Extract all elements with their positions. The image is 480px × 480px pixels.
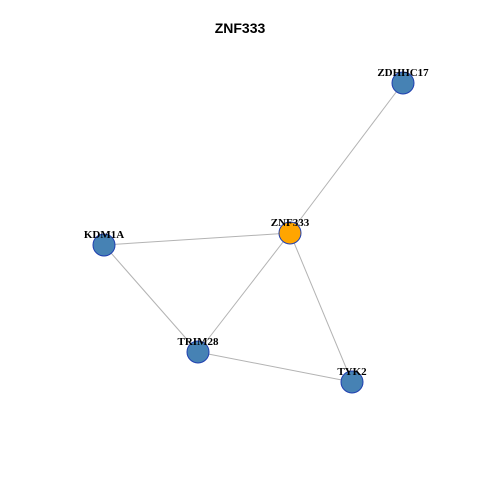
nodes-layer [92, 71, 415, 394]
node-tyk2 [340, 370, 364, 394]
edges-layer [103, 82, 404, 383]
node-znf333 [278, 221, 302, 245]
node-kdm1a [92, 233, 116, 257]
edge-znf333-kdm1a [103, 232, 291, 246]
node-label-trim28: TRIM28 [178, 336, 219, 348]
node-label-kdm1a: KDM1A [84, 229, 124, 241]
edge-trim28-tyk2 [197, 351, 353, 383]
diagram-title: ZNF333 [214, 20, 266, 36]
node-label-tyk2: TYK2 [337, 366, 367, 378]
node-label-zdhhc17: ZDHHC17 [377, 67, 429, 79]
edge-kdm1a-trim28 [103, 244, 199, 353]
edge-znf333-tyk2 [289, 232, 353, 383]
edge-znf333-zdhhc17 [289, 82, 404, 234]
node-zdhhc17 [391, 71, 415, 95]
edge-znf333-trim28 [197, 232, 291, 353]
node-label-znf333: ZNF333 [271, 217, 310, 229]
node-trim28 [186, 340, 210, 364]
